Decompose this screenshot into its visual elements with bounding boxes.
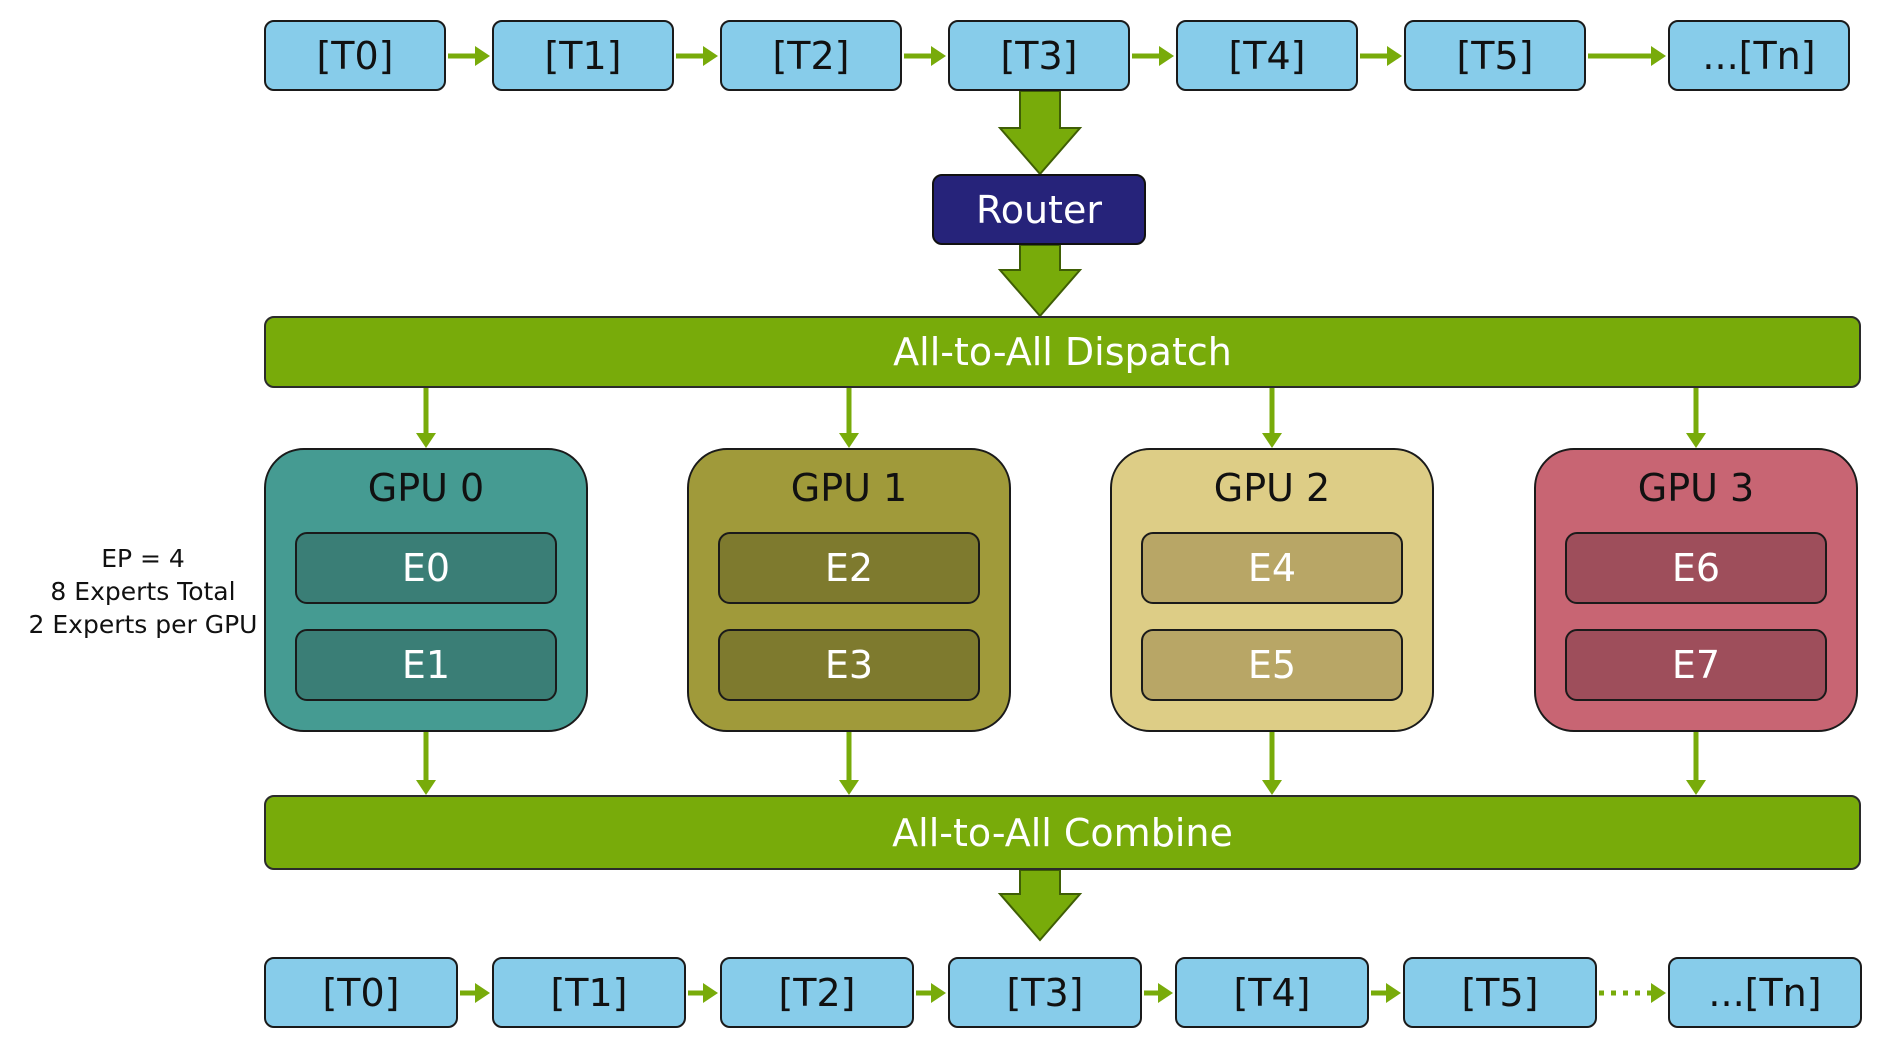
- gpu-1-label: GPU 1: [790, 466, 908, 510]
- input-token-0: [T0]: [264, 20, 446, 91]
- expert-e2: E2: [718, 532, 980, 604]
- input-token-3: [T3]: [948, 20, 1130, 91]
- output-token-5: [T5]: [1403, 957, 1597, 1028]
- dispatch-to-gpu-2-arrow-head: [1262, 433, 1282, 448]
- output-token-3: [T3]: [948, 957, 1142, 1028]
- input-chain-arrow-2-head: [931, 46, 946, 66]
- combine-to-output-arrow: [997, 869, 1083, 942]
- output-token-2: [T2]: [720, 957, 914, 1028]
- token-to-router-arrow: [997, 90, 1083, 176]
- gpu-1-to-combine-arrow-head: [839, 780, 859, 795]
- output-token-4: [T4]: [1175, 957, 1369, 1028]
- output-chain-arrow-3-head: [1158, 983, 1173, 1003]
- input-token-5: [T5]: [1404, 20, 1586, 91]
- output-chain-arrow-2-head: [931, 983, 946, 1003]
- gpu-3-label: GPU 3: [1637, 466, 1755, 510]
- expert-e0: E0: [295, 532, 557, 604]
- input-token-1: [T1]: [492, 20, 674, 91]
- router-to-dispatch-arrow: [997, 244, 1083, 318]
- expert-e4: E4: [1141, 532, 1403, 604]
- output-token-n: ...[Tn]: [1668, 957, 1862, 1028]
- gpu-2-label: GPU 2: [1213, 466, 1331, 510]
- expert-e1: E1: [295, 629, 557, 701]
- gpu-0-label: GPU 0: [367, 466, 485, 510]
- ep-config-note: EP = 4 8 Experts Total 2 Experts per GPU: [18, 542, 268, 641]
- ep-note-line-ep: EP = 4: [101, 544, 185, 573]
- dispatch-to-gpu-3-arrow-head: [1686, 433, 1706, 448]
- input-chain-arrow-3-head: [1159, 46, 1174, 66]
- ep-note-line-total: 8 Experts Total: [50, 577, 236, 606]
- input-chain-arrow-4-head: [1387, 46, 1402, 66]
- expert-e6: E6: [1565, 532, 1827, 604]
- input-chain-arrow-5-head: [1651, 46, 1666, 66]
- gpu-3-to-combine-arrow-head: [1686, 780, 1706, 795]
- dispatch-to-gpu-0-arrow-head: [416, 433, 436, 448]
- all-to-all-combine-bar: All-to-All Combine: [264, 795, 1861, 870]
- output-token-0: [T0]: [264, 957, 458, 1028]
- input-chain-arrow-0-head: [475, 46, 490, 66]
- output-chain-arrow-4-head: [1386, 983, 1401, 1003]
- output-chain-arrow-1-head: [703, 983, 718, 1003]
- output-chain-arrow-5-head: [1651, 983, 1666, 1003]
- input-chain-arrow-1-head: [703, 46, 718, 66]
- ep-note-line-per-gpu: 2 Experts per GPU: [28, 610, 258, 639]
- output-chain-arrow-0-head: [475, 983, 490, 1003]
- dispatch-to-gpu-1-arrow-head: [839, 433, 859, 448]
- output-token-1: [T1]: [492, 957, 686, 1028]
- gpu-0-to-combine-arrow-head: [416, 780, 436, 795]
- input-token-2: [T2]: [720, 20, 902, 91]
- input-token-4: [T4]: [1176, 20, 1358, 91]
- all-to-all-dispatch-bar: All-to-All Dispatch: [264, 316, 1861, 388]
- input-token-n: ...[Tn]: [1668, 20, 1850, 91]
- expert-e3: E3: [718, 629, 980, 701]
- expert-e7: E7: [1565, 629, 1827, 701]
- gpu-2-to-combine-arrow-head: [1262, 780, 1282, 795]
- expert-e5: E5: [1141, 629, 1403, 701]
- router-box: Router: [932, 174, 1146, 245]
